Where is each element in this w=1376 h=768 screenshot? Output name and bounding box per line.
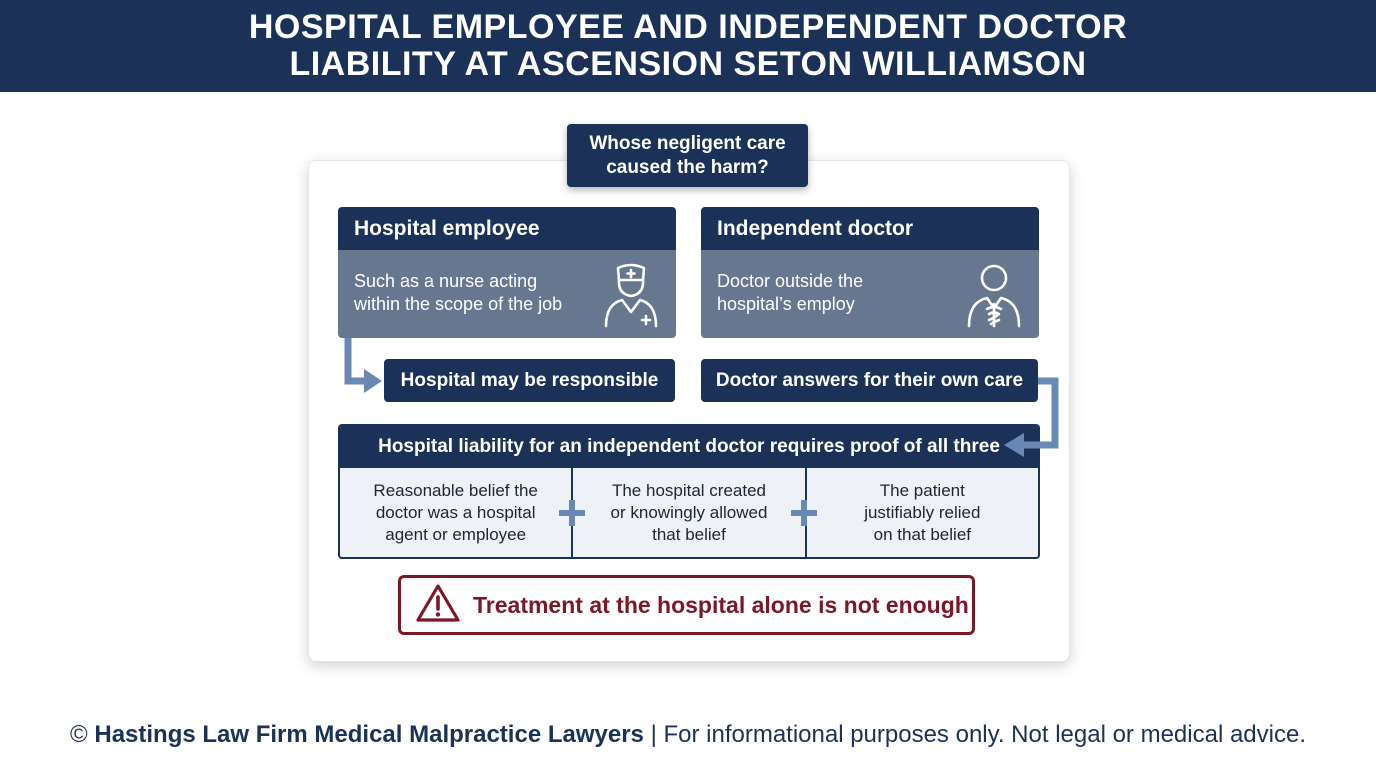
requirement-1: Reasonable belief the doctor was a hospi… bbox=[340, 468, 571, 557]
requirement-1-line-2: doctor was a hospital bbox=[375, 502, 536, 522]
independent-doctor-description: Doctor outside the hospital’s employ bbox=[701, 250, 1039, 338]
hospital-responsible-box: Hospital may be responsible bbox=[384, 359, 675, 402]
independent-doctor-box: Independent doctor Doctor outside the ho… bbox=[701, 207, 1039, 338]
nurse-icon bbox=[602, 262, 660, 334]
requirement-1-line-3: agent or employee bbox=[385, 524, 527, 544]
doctor-desc-line-2: hospital’s employ bbox=[717, 294, 855, 314]
hospital-employee-heading: Hospital employee bbox=[338, 207, 676, 250]
requirement-3-line-1: The patient bbox=[879, 480, 965, 500]
title-line-2: LIABILITY AT ASCENSION SETON WILLIAMSON bbox=[289, 45, 1087, 83]
requirements-heading: Hospital liability for an independent do… bbox=[340, 426, 1038, 468]
hospital-employee-box: Hospital employee Such as a nurse acting… bbox=[338, 207, 676, 338]
employee-desc-line-1: Such as a nurse acting bbox=[354, 271, 538, 291]
warning-triangle-icon bbox=[415, 583, 461, 628]
title-banner: HOSPITAL EMPLOYEE AND INDEPENDENT DOCTOR… bbox=[0, 0, 1376, 92]
warning-text: Treatment at the hospital alone is not e… bbox=[473, 591, 969, 618]
requirement-3-line-3: on that belief bbox=[873, 524, 971, 544]
requirement-2-line-2: or knowingly allowed bbox=[610, 502, 768, 522]
employee-desc-line-2: within the scope of the job bbox=[354, 294, 563, 314]
warning-box: Treatment at the hospital alone is not e… bbox=[398, 575, 975, 635]
question-line-2: caused the harm? bbox=[606, 156, 769, 178]
requirements-panel: Hospital liability for an independent do… bbox=[338, 424, 1040, 559]
question-line-1: Whose negligent care bbox=[589, 132, 786, 154]
requirement-3: The patient justifiably relied on that b… bbox=[804, 468, 1038, 557]
disclaimer: | For informational purposes only. Not l… bbox=[650, 721, 1306, 748]
question-box: Whose negligent care caused the harm? bbox=[567, 124, 808, 187]
firm-name: Hastings Law Firm Medical Malpractice La… bbox=[94, 721, 644, 748]
requirement-2-line-3: that belief bbox=[652, 524, 726, 544]
requirement-2-line-1: The hospital created bbox=[611, 480, 767, 500]
plus-icon bbox=[557, 498, 587, 533]
doctor-caduceus-icon bbox=[965, 262, 1023, 334]
requirement-2: The hospital created or knowingly allowe… bbox=[571, 468, 804, 557]
hospital-employee-description: Such as a nurse acting within the scope … bbox=[338, 250, 676, 338]
footer: © Hastings Law Firm Medical Malpractice … bbox=[0, 718, 1376, 752]
plus-icon bbox=[789, 498, 819, 533]
independent-doctor-heading: Independent doctor bbox=[701, 207, 1039, 250]
requirement-3-line-2: justifiably relied bbox=[864, 502, 981, 522]
requirement-1-line-1: Reasonable belief the bbox=[373, 480, 538, 500]
title-line-1: HOSPITAL EMPLOYEE AND INDEPENDENT DOCTOR bbox=[248, 8, 1128, 46]
copyright-symbol: © bbox=[70, 721, 88, 748]
doctor-answers-box: Doctor answers for their own care bbox=[701, 359, 1038, 402]
doctor-desc-line-1: Doctor outside the bbox=[717, 271, 864, 291]
